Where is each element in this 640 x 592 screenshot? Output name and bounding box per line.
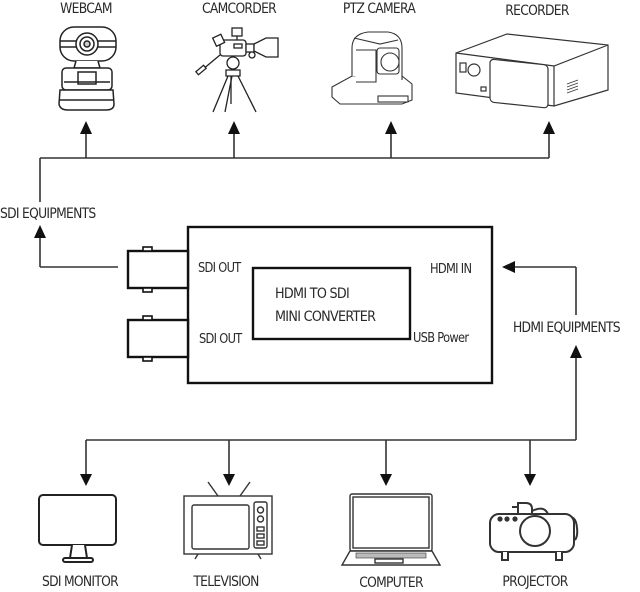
port-label-hdmi-in: HDMI IN: [430, 262, 472, 277]
converter-label-box: [251, 266, 412, 341]
arrow-down-television: [223, 474, 235, 486]
device-label-camcorder: CAMCORDER: [201, 1, 277, 17]
port-label-usb-power: USB Power: [413, 331, 469, 346]
arrow-down-projector: [524, 474, 536, 486]
converter-name-line1: HDMI TO SDI: [275, 286, 350, 302]
group-label-hdmi-equipments: HDMI EQUIPMENTS: [513, 320, 621, 336]
device-label-television: TELEVISION: [193, 574, 259, 590]
sdi-connector-1: [126, 249, 190, 290]
device-label-sdi-monitor: SDI MONITOR: [41, 574, 119, 590]
arrow-down-monitor: [80, 474, 92, 486]
device-label-computer: COMPUTER: [359, 575, 423, 591]
camcorder-icon: [194, 27, 279, 113]
device-label-projector: PROJECTOR: [502, 574, 568, 590]
television-icon: [183, 481, 273, 560]
arrow-up-webcam: [80, 121, 92, 134]
device-label-ptz-camera: PTZ CAMERA: [342, 1, 416, 17]
ptz-camera-icon: [331, 31, 413, 105]
sdi-connector-2: [126, 318, 190, 359]
recorder-icon: [455, 33, 609, 109]
device-label-recorder: RECORDER: [505, 3, 569, 19]
arrow-down-computer: [380, 474, 392, 486]
arrow-up-hdmi-equipments: [570, 345, 582, 358]
arrow-up-recorder: [543, 121, 555, 134]
port-label-sdi-out-1: SDI OUT: [198, 261, 241, 276]
laptop-icon: [340, 493, 442, 566]
converter-name-line2: MINI CONVERTER: [275, 309, 376, 325]
arrow-left-hdmi-in: [502, 261, 515, 273]
hdmi-arrows: [80, 261, 582, 486]
projector-icon: [489, 502, 579, 561]
arrow-up-ptz-camera: [385, 121, 397, 134]
group-label-sdi-equipments: SDI EQUIPMENTS: [0, 206, 96, 222]
device-label-webcam: WEBCAM: [60, 1, 112, 17]
hdmi-bus: [86, 266, 577, 441]
arrow-up-sdi-equipments: [34, 225, 46, 238]
port-label-sdi-out-2: SDI OUT: [199, 332, 242, 347]
webcam-icon: [58, 26, 117, 111]
monitor-icon: [38, 494, 117, 563]
sdi-arrows: [34, 121, 555, 238]
sdi-bus: [39, 157, 549, 268]
converter-device: [126, 225, 494, 385]
arrow-up-camcorder: [228, 121, 240, 134]
